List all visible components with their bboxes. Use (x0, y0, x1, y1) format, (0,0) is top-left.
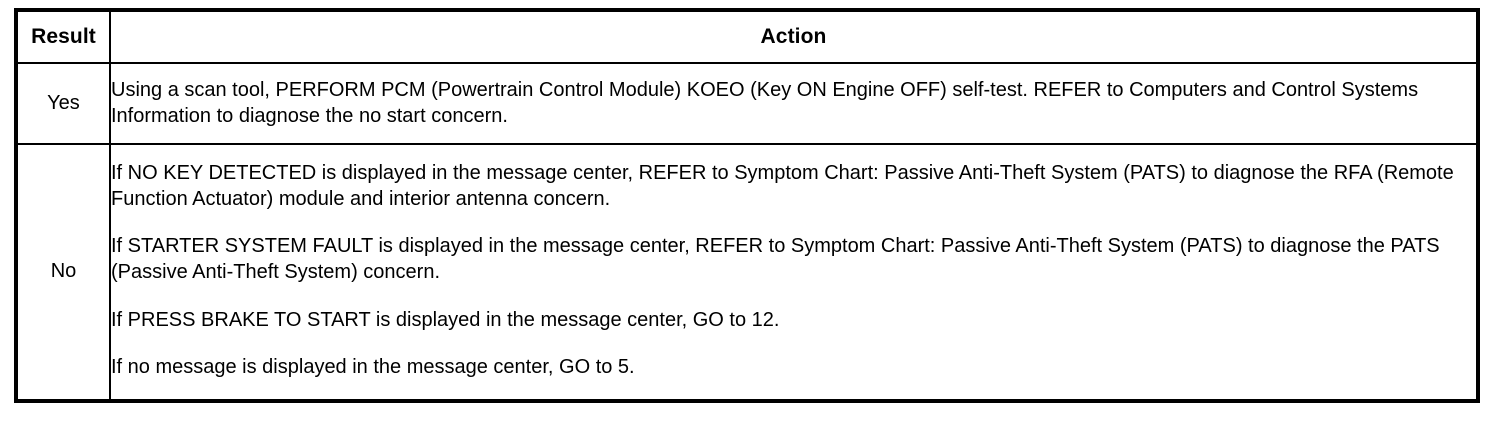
table-row: Yes Using a scan tool, PERFORM PCM (Powe… (15, 61, 1479, 146)
result-label-no: No (15, 143, 111, 402)
action-paragraph: If STARTER SYSTEM FAULT is displayed in … (111, 235, 1440, 283)
action-cell-no: If NO KEY DETECTED is displayed in the m… (109, 143, 1479, 402)
action-paragraph: If NO KEY DETECTED is displayed in the m… (111, 162, 1454, 210)
table-header-row: Result Action (15, 9, 1479, 64)
action-paragraph: Using a scan tool, PERFORM PCM (Powertra… (111, 79, 1419, 127)
action-cell-yes: Using a scan tool, PERFORM PCM (Powertra… (109, 61, 1479, 146)
column-header-result: Result (15, 9, 111, 64)
result-label-yes: Yes (15, 61, 111, 146)
action-paragraph: If no message is displayed in the messag… (111, 356, 635, 379)
diagnostic-result-action-table: Result Action Yes Using a scan tool, PER… (14, 8, 1480, 403)
action-paragraph: If PRESS BRAKE TO START is displayed in … (111, 308, 780, 331)
table-row: No If NO KEY DETECTED is displayed in th… (15, 143, 1479, 402)
column-header-action: Action (109, 9, 1479, 64)
